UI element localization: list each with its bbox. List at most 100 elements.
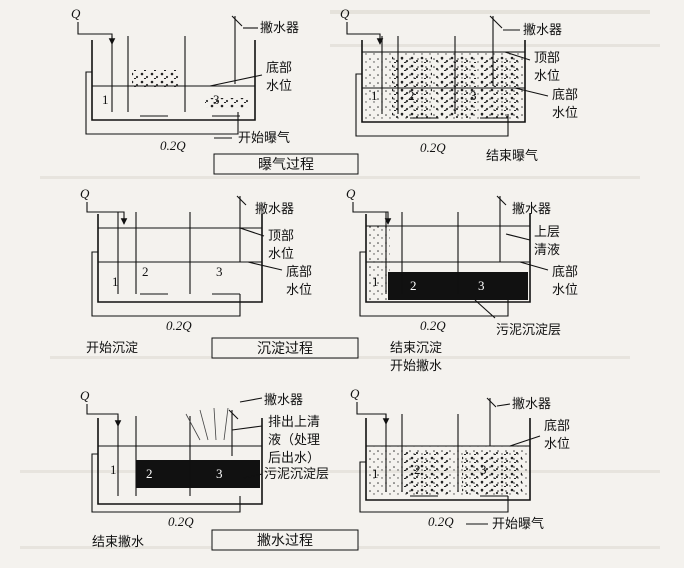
flow-label: Q [350, 386, 360, 401]
inflow-pipe [352, 202, 392, 225]
recycle-label: 0.2Q [168, 514, 194, 529]
stage-label: 曝气过程 [258, 157, 314, 173]
recycle-line [355, 73, 509, 137]
bottom-level-label-line1: 底部 [266, 60, 292, 76]
tank-walls [97, 214, 263, 303]
tank-walls [91, 40, 256, 121]
aeration-bubbles-zone2 [132, 70, 180, 88]
stage-label: 撇水过程 [257, 533, 313, 549]
status-label-line2: 开始撇水 [390, 359, 442, 374]
zone-label-3: 3 [216, 466, 223, 481]
recycle-line [85, 71, 239, 135]
decanter-head [231, 15, 243, 27]
bottom-level-label-line2: 水位 [552, 106, 578, 121]
aeration-bubbles-zone2 [392, 56, 432, 118]
bottom-level-leader [247, 261, 283, 271]
decanter-leader [239, 397, 263, 403]
flow-label: Q [340, 6, 350, 21]
discharge-label-line3: 后出水） [268, 451, 320, 466]
sludge-leader [243, 473, 263, 479]
aeration-bubbles-zone3 [205, 98, 250, 108]
zone-label-2: 2 [142, 264, 149, 279]
decanter-label: 撇水器 [264, 393, 303, 408]
supernatant-leader [505, 233, 531, 241]
top-level-leader [504, 51, 531, 61]
zone-label-3: 3 [213, 92, 220, 107]
bottom-level-leader [509, 435, 541, 447]
decanter-head [486, 397, 497, 408]
decanter-label: 撇水器 [512, 202, 551, 217]
decanter-leader [496, 403, 511, 407]
panel-restart-aeration: Q 1 2 3 撇水器 底部 水位 0.2Q 开始曝气 [350, 386, 570, 532]
sludge-leader [474, 299, 496, 319]
decanter-label: 撇水器 [255, 202, 294, 217]
recycle-label: 0.2Q [160, 138, 186, 153]
aeration-bubbles-zone3b [478, 56, 520, 118]
recycle-line [359, 251, 509, 317]
stage-label: 沉淀过程 [257, 341, 313, 357]
decanter-label: 撇水器 [512, 397, 551, 412]
zone-label-1: 1 [112, 274, 119, 289]
tank-walls [365, 214, 531, 303]
status-label-line1: 结束沉淀 [390, 341, 442, 356]
stage-caption-settling: 沉淀过程 [211, 337, 359, 359]
zone-label-2: 2 [146, 466, 153, 481]
status-label: 开始曝气 [492, 516, 544, 532]
top-level-label-line2: 水位 [534, 69, 560, 84]
decanter-head [236, 195, 247, 206]
discharge-label-line2: 液（处理 [268, 433, 320, 448]
decanter-label: 撇水器 [523, 23, 562, 38]
decanter-head [489, 15, 503, 29]
aeration-bubbles-zone3 [462, 452, 522, 494]
zone-label-3: 3 [216, 264, 223, 279]
recycle-line [91, 251, 241, 317]
panel-end-aeration: Q 1 2 3 撇水器 顶部 水位 底部 水位 0.2Q 结束曝气 [340, 6, 578, 164]
zone-label-3: 3 [470, 88, 477, 103]
bottom-level-label-line1: 底部 [286, 264, 312, 280]
aeration-bubbles-zone3a [436, 56, 476, 118]
aeration-bubbles-zone2 [404, 452, 450, 494]
recycle-label: 0.2Q [428, 514, 454, 529]
sludge-label: 污泥沉淀层 [496, 323, 561, 338]
inflow-pipe [86, 404, 122, 427]
bottom-level-label-line1: 底部 [552, 87, 578, 103]
decanter-head [228, 409, 239, 420]
top-level-label-line1: 顶部 [268, 229, 294, 244]
stage-caption-decanting: 撇水过程 [211, 529, 359, 551]
panel-start-aeration: Q 撇水器 底部 水位 1 3 0.2Q 开始曝气 [71, 6, 299, 153]
recycle-line [359, 461, 509, 513]
recycle-label: 0.2Q [166, 318, 192, 333]
tank-walls [361, 40, 526, 123]
decanter-label: 撇水器 [260, 21, 299, 36]
flow-label: Q [80, 388, 90, 403]
zone-label-1: 1 [372, 466, 379, 481]
zone-label-3: 3 [478, 278, 485, 293]
bottom-level-label-line2: 水位 [266, 79, 292, 94]
discharge-label-line1: 排出上清 [268, 415, 320, 430]
sludge-blanket [136, 460, 260, 488]
top-level-leader [239, 227, 265, 237]
supernatant-label-line2: 清液 [534, 243, 560, 258]
zone-label-1: 1 [371, 88, 378, 103]
recycle-label: 0.2Q [420, 140, 446, 155]
zone1-mixed [368, 226, 390, 300]
sludge-label: 污泥沉淀层 [264, 467, 329, 482]
bottom-level-leader [519, 261, 549, 271]
stage-caption-aeration: 曝气过程 [213, 153, 359, 175]
top-level-label-line1: 顶部 [534, 51, 560, 66]
status-label: 开始曝气 [238, 130, 290, 146]
bottom-level-label-line2: 水位 [552, 283, 578, 298]
supernatant-label-line1: 上层 [534, 225, 560, 240]
inflow-pipe [86, 202, 128, 225]
bottom-level-label-line1: 底部 [552, 264, 578, 280]
bottom-level-leader [514, 87, 549, 97]
zone-label-2: 2 [410, 278, 417, 293]
zone-label-1: 1 [110, 462, 117, 477]
inflow-pipe [346, 22, 384, 45]
flow-label: Q [346, 186, 356, 201]
flow-label: Q [71, 6, 81, 21]
panel-end-settling: Q 1 2 3 撇水器 上层 清液 底部 水位 0.2Q 污泥沉淀层 结束沉淀 … [346, 186, 578, 374]
tank-walls [97, 418, 263, 505]
zone-label-1: 1 [102, 92, 109, 107]
